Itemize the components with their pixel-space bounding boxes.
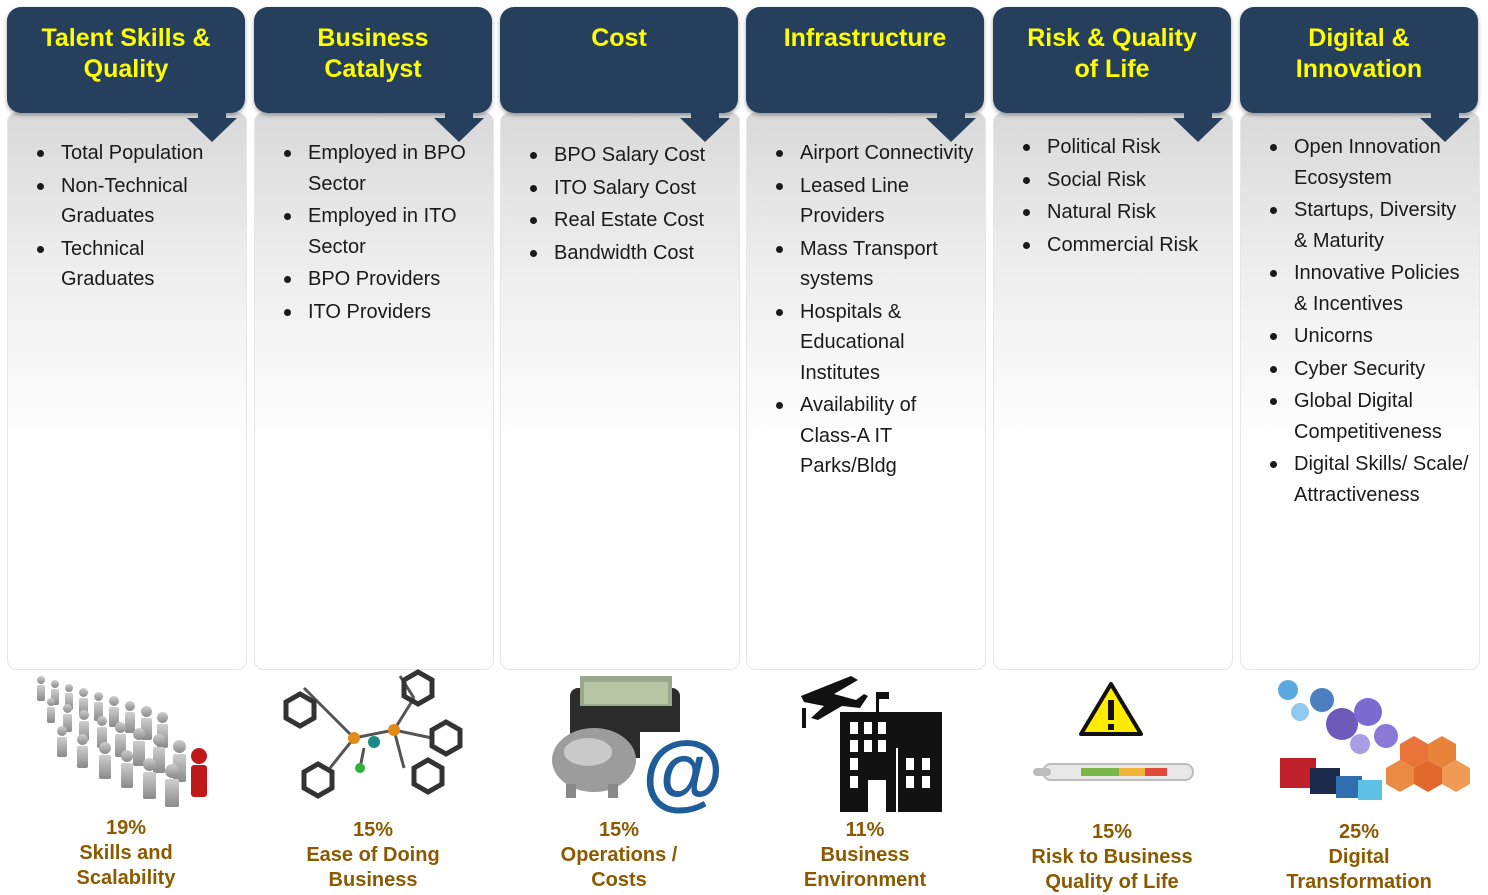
down-arrow-icon bbox=[1420, 84, 1470, 142]
criteria-list: Open Innovation Ecosystem Startups, Dive… bbox=[1252, 132, 1470, 512]
criteria-list: BPO Salary Cost ITO Salary Cost Real Est… bbox=[512, 140, 730, 270]
metric: 19% Skills and Scalability bbox=[7, 816, 245, 891]
list-item: Hospitals & Educational Institutes bbox=[776, 297, 976, 389]
down-arrow-icon bbox=[1173, 84, 1223, 142]
down-arrow-icon bbox=[434, 84, 484, 142]
column-title: Business Catalyst bbox=[317, 24, 429, 83]
list-item: Employed in ITO Sector bbox=[284, 201, 484, 262]
criteria-panel bbox=[7, 112, 247, 670]
metric-label: Digital Transformation bbox=[1286, 846, 1432, 893]
list-item: Airport Connectivity bbox=[776, 138, 976, 169]
metric: 15% Risk to Business Quality of Life bbox=[993, 820, 1231, 895]
list-item: Real Estate Cost bbox=[530, 205, 730, 236]
column-risk: Risk & Quality of Life Political Risk So… bbox=[993, 0, 1233, 894]
column-infrastructure: Infrastructure Airport Connectivity Leas… bbox=[746, 0, 986, 894]
list-item: Technical Graduates bbox=[37, 234, 237, 295]
down-arrow-icon bbox=[926, 84, 976, 142]
criteria-panel bbox=[993, 112, 1233, 670]
metric-percent: 15% bbox=[1091, 821, 1133, 843]
list-item: Non-Technical Graduates bbox=[37, 171, 237, 232]
list-item: Social Risk bbox=[1023, 165, 1223, 196]
criteria-panel bbox=[254, 112, 494, 670]
metric-label: Ease of Doing Business bbox=[306, 844, 440, 891]
molecule-icon bbox=[283, 669, 463, 799]
list-item: Leased Line Providers bbox=[776, 171, 976, 232]
list-item: BPO Salary Cost bbox=[530, 140, 730, 171]
column-title: Cost bbox=[591, 24, 647, 52]
criteria-list: Airport Connectivity Leased Line Provide… bbox=[758, 138, 976, 484]
list-item: Unicorns bbox=[1270, 321, 1470, 352]
metric-percent: 19% bbox=[105, 817, 147, 839]
metric-label: Operations / Costs bbox=[560, 844, 678, 891]
warning-thermometer-icon bbox=[1033, 682, 1194, 781]
metric-label: Risk to Business Quality of Life bbox=[1031, 846, 1193, 893]
list-item: Open Innovation Ecosystem bbox=[1270, 132, 1470, 193]
metric: 15% Ease of Doing Business bbox=[254, 818, 492, 893]
down-arrow-icon bbox=[187, 84, 237, 142]
list-item: ITO Salary Cost bbox=[530, 173, 730, 204]
metric-label: Skills and Scalability bbox=[76, 842, 176, 889]
criteria-list: Employed in BPO Sector Employed in ITO S… bbox=[266, 138, 484, 329]
column-header: Talent Skills & Quality bbox=[7, 7, 245, 113]
airplane-building-icon bbox=[801, 676, 942, 812]
list-item: Bandwidth Cost bbox=[530, 238, 730, 269]
svg-text:@: @ bbox=[642, 724, 724, 814]
metric: 25% Digital Transformation bbox=[1240, 820, 1478, 895]
list-item: Mass Transport systems bbox=[776, 234, 976, 295]
list-item: Startups, Diversity & Maturity bbox=[1270, 195, 1470, 256]
list-item: Total Population bbox=[37, 138, 237, 169]
criteria-list: Political Risk Social Risk Natural Risk … bbox=[1005, 132, 1223, 262]
down-arrow-icon bbox=[680, 84, 730, 142]
list-item: Political Risk bbox=[1023, 132, 1223, 163]
metric-percent: 15% bbox=[598, 819, 640, 841]
list-item: Employed in BPO Sector bbox=[284, 138, 484, 199]
metric: 15% Operations / Costs bbox=[500, 818, 738, 893]
list-item: Digital Skills/ Scale/ Attractiveness bbox=[1270, 449, 1470, 510]
column-business: Business Catalyst Employed in BPO Sector… bbox=[254, 0, 494, 894]
metric: 11% Business Environment bbox=[746, 818, 984, 893]
list-item: ITO Providers bbox=[284, 297, 484, 328]
column-digital: Digital & Innovation Open Innovation Eco… bbox=[1240, 0, 1480, 894]
metric-percent: 15% bbox=[352, 819, 394, 841]
column-cost: Cost BPO Salary Cost ITO Salary Cost Rea… bbox=[500, 0, 740, 894]
list-item: BPO Providers bbox=[284, 264, 484, 295]
criteria-list: Total Population Non-Technical Graduates… bbox=[19, 138, 237, 297]
column-title: Infrastructure bbox=[783, 24, 947, 52]
column-header: Digital & Innovation bbox=[1240, 7, 1478, 113]
list-item: Availability of Class-A IT Parks/Bldg bbox=[776, 390, 976, 482]
criteria-panel bbox=[500, 112, 740, 670]
wallet-piggybank-icon: @ bbox=[552, 676, 726, 814]
column-title: Risk & Quality of Life bbox=[1027, 24, 1197, 83]
column-title: Digital & Innovation bbox=[1295, 24, 1423, 83]
column-header: Business Catalyst bbox=[254, 7, 492, 113]
list-item: Global Digital Competitiveness bbox=[1270, 386, 1470, 447]
list-item: Cyber Security bbox=[1270, 354, 1470, 385]
metric-percent: 11% bbox=[845, 819, 885, 841]
digital-collage-icon bbox=[1278, 680, 1470, 800]
metric-percent: 25% bbox=[1338, 821, 1380, 843]
metric-label: Business Environment bbox=[803, 844, 927, 891]
criteria-panel bbox=[746, 112, 986, 670]
column-talent: Talent Skills & Quality Total Population… bbox=[7, 0, 247, 894]
list-item: Innovative Policies & Incentives bbox=[1270, 258, 1470, 319]
criteria-panel bbox=[1240, 112, 1480, 670]
people-crowd-icon bbox=[37, 676, 207, 807]
list-item: Natural Risk bbox=[1023, 197, 1223, 228]
column-title: Talent Skills & Quality bbox=[41, 24, 211, 83]
list-item: Commercial Risk bbox=[1023, 230, 1223, 261]
